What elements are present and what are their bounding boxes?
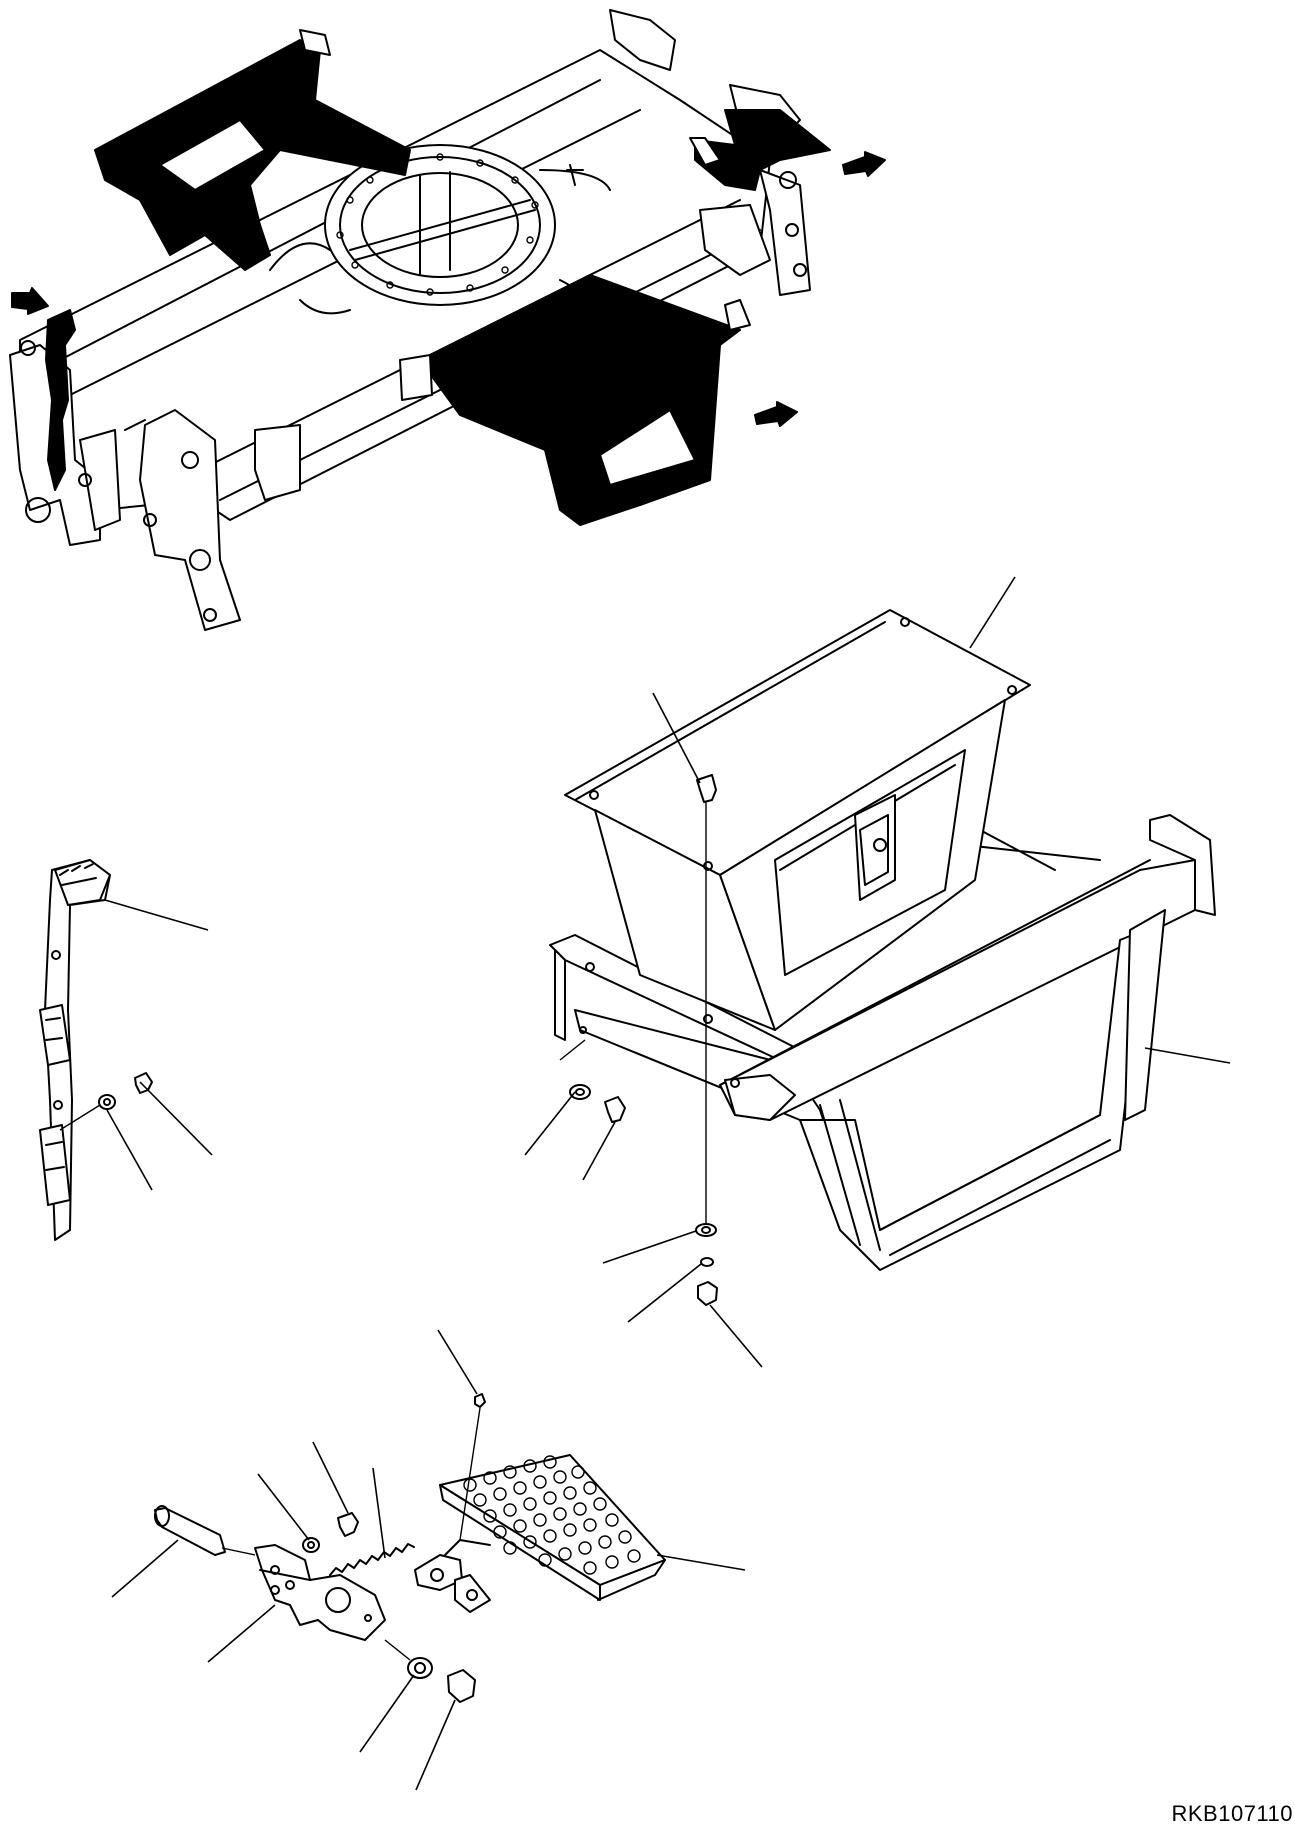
- leader-line: [652, 692, 701, 784]
- toolbox-hardware: [559, 774, 718, 1306]
- leader-line: [709, 1304, 763, 1368]
- leader-line: [139, 1081, 213, 1156]
- leader-line: [437, 1329, 478, 1395]
- bracket-washer: [302, 1537, 320, 1553]
- frame-left-brackets: [9, 309, 301, 631]
- step-washer: [98, 1094, 116, 1110]
- set-screw: [474, 1393, 486, 1408]
- arrow-upper-right-icon: [842, 151, 886, 177]
- swing-circle: [324, 144, 556, 306]
- leader-line: [415, 1699, 456, 1791]
- leader-line: [969, 576, 1016, 649]
- toolbox-washer: [695, 1223, 717, 1237]
- arrow-left-icon: [11, 287, 49, 315]
- leader-line: [1144, 1047, 1231, 1064]
- leader-line: [656, 1554, 746, 1571]
- leader-line: [602, 1230, 697, 1264]
- leader-line: [524, 1091, 576, 1156]
- leader-line: [312, 1441, 349, 1514]
- toolbox-latch: [854, 794, 896, 901]
- leader-line: [582, 1121, 616, 1181]
- leader-line: [111, 1539, 179, 1598]
- leader-line: [207, 1604, 276, 1663]
- folding-step-assembly: [154, 1393, 666, 1703]
- toolbox-nut: [697, 1281, 718, 1306]
- toolbox-spring-washer: [700, 1257, 714, 1267]
- toolbox-assembly: [549, 609, 1216, 1306]
- leader-line: [257, 1473, 310, 1541]
- left-bracket-highlight: [45, 309, 76, 491]
- bracket-bolt: [337, 1512, 359, 1537]
- step-tread-plate: [414, 1454, 666, 1613]
- leader-line: [106, 1109, 153, 1191]
- frame-bolt: [604, 1096, 626, 1123]
- leader-line: [372, 1467, 386, 1559]
- hinge-pin: [154, 1507, 226, 1556]
- return-spring: [329, 1543, 415, 1576]
- leader-lines: [104, 576, 1231, 1791]
- leader-line: [104, 899, 209, 931]
- toolbox-bolt-top: [696, 774, 717, 803]
- indicator-arrows: [11, 151, 886, 427]
- step-bolt: [134, 1072, 153, 1094]
- pin-nut: [447, 1669, 476, 1703]
- leader-line: [359, 1674, 415, 1753]
- toolbox-support-frame: [549, 814, 1216, 1271]
- toolbox: [564, 609, 1031, 1031]
- arrow-lower-center-icon: [754, 401, 798, 427]
- pin-washer: [407, 1657, 433, 1679]
- figure-code-label: RKB107110: [1171, 1801, 1293, 1826]
- frame-washer: [569, 1084, 591, 1100]
- step-bracket: [254, 1544, 386, 1641]
- leader-line: [627, 1263, 702, 1323]
- main-frame-assembly: [9, 9, 831, 631]
- left-step-plate: [39, 859, 153, 1241]
